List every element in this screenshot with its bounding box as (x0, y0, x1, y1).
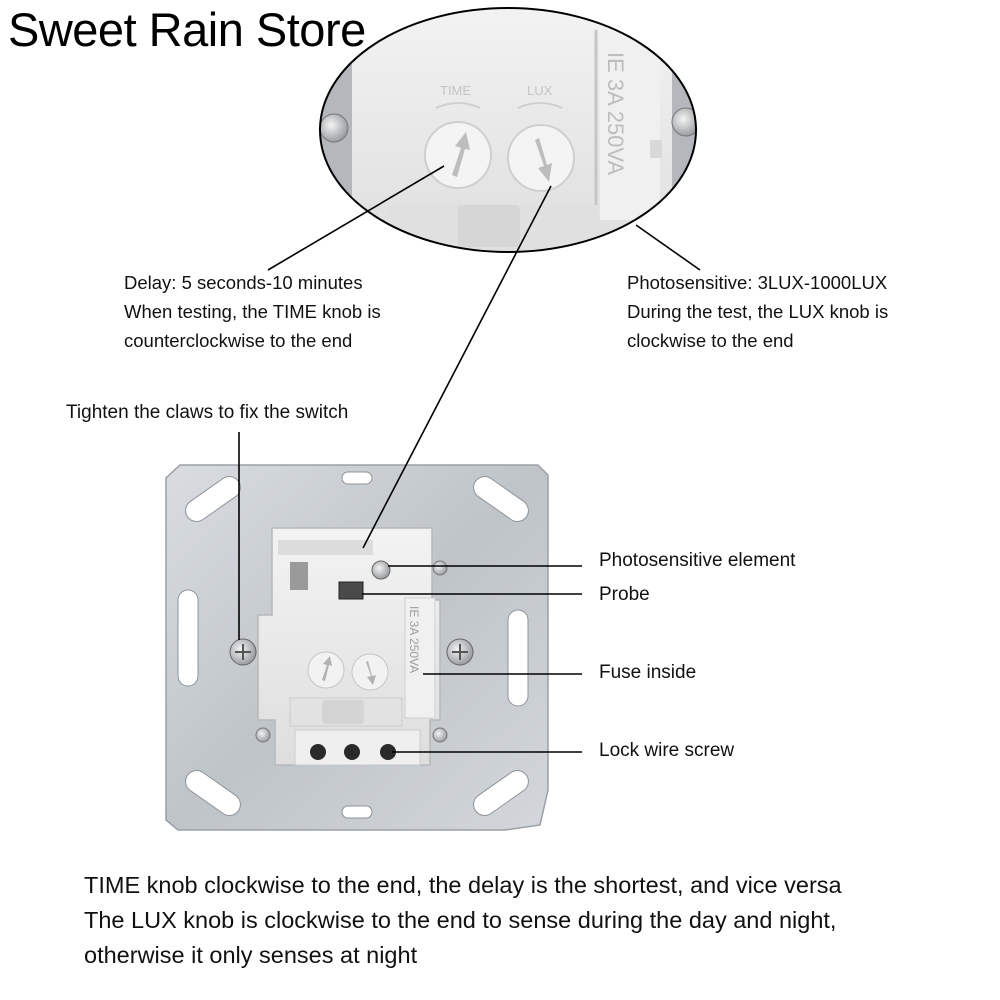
time-callout-line2: When testing, the TIME knob is (124, 301, 381, 322)
plate-slot (185, 770, 241, 816)
fuse-label: Fuse inside (599, 662, 697, 683)
leader-lux (635, 224, 701, 271)
plate-slot (177, 589, 199, 687)
zoom-screw-right (671, 107, 696, 137)
plate-slot (507, 609, 529, 707)
store-title: Sweet Rain Store (8, 3, 366, 56)
lock-screw-label: Lock wire screw (599, 740, 735, 761)
zoom-panel-print: IE 3A 250VA (603, 52, 628, 175)
time-callout: Delay: 5 seconds-10 minutes When testing… (124, 268, 381, 355)
probe-sensor (338, 581, 364, 600)
small-screw (255, 727, 271, 743)
small-screw (432, 727, 448, 743)
lux-callout: Photosensitive: 3LUX-1000LUX During the … (627, 268, 888, 355)
footer-line2: The LUX knob is clockwise to the end to … (84, 907, 837, 933)
zoom-knob-label-lux: LUX (527, 83, 553, 98)
plate-slot (473, 770, 529, 816)
lux-callout-line1: Photosensitive: 3LUX-1000LUX (627, 272, 888, 293)
device-photo: IE 3A 250VA (165, 464, 549, 831)
footer-notes: TIME knob clockwise to the end, the dela… (84, 868, 842, 973)
leader-lines (238, 165, 701, 753)
plate-slot (341, 805, 373, 819)
photosensitive-element-screw (371, 560, 391, 580)
lock-wire-screw (380, 744, 396, 760)
small-screw (432, 560, 448, 576)
claw-mechanism (290, 562, 308, 590)
footer-line1: TIME knob clockwise to the end, the dela… (84, 872, 842, 898)
zoom-magnifier: IE 3A 250VA TIME LUX (319, 7, 697, 253)
time-callout-line3: counterclockwise to the end (124, 330, 353, 351)
claws-label: Tighten the claws to fix the switch (66, 402, 349, 423)
leader-time (267, 165, 445, 271)
lux-callout-line3: clockwise to the end (627, 330, 794, 351)
leader-lux-to-module (362, 185, 552, 549)
terminal-screw (310, 744, 326, 760)
zoom-knob-label-time: TIME (440, 83, 471, 98)
plate-slot (473, 476, 529, 522)
plate-slot (341, 471, 373, 485)
footer-line3: otherwise it only senses at night (84, 942, 418, 968)
photosensitive-element-label: Photosensitive element (599, 550, 796, 571)
zoom-screw-left (320, 113, 349, 143)
lux-callout-line2: During the test, the LUX knob is (627, 301, 889, 322)
probe-label: Probe (599, 584, 650, 605)
module-panel-print: IE 3A 250VA (407, 606, 421, 673)
zoom-time-knob (424, 121, 492, 189)
zoom-lux-knob (507, 124, 575, 192)
time-callout-line1: Delay: 5 seconds-10 minutes (124, 272, 363, 293)
terminal-screw (344, 744, 360, 760)
